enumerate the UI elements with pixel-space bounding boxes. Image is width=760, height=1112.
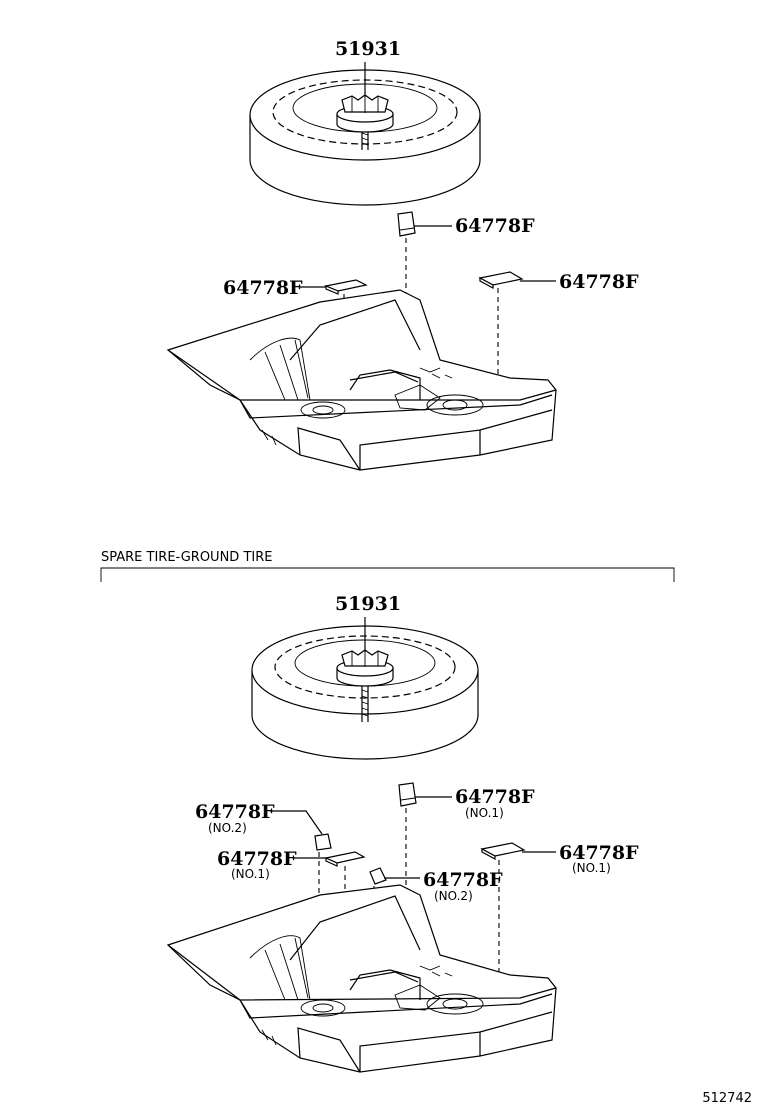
part-number-64778f: 64778F xyxy=(217,848,297,870)
pad-note-no1: (NO.1) xyxy=(572,861,611,875)
part-number-64778f: 64778F xyxy=(195,801,275,823)
pad-note-no1: (NO.1) xyxy=(465,806,504,820)
pad-note-no2: (NO.2) xyxy=(208,821,247,835)
lower-floor-pan xyxy=(166,884,557,1073)
part-number-64778f: 64778F xyxy=(559,271,639,293)
upper-pad-left xyxy=(323,279,368,295)
part-number-64778f: 64778F xyxy=(455,786,535,808)
part-number-64778f: 64778F xyxy=(423,869,503,891)
lower-pad-left-lower xyxy=(324,851,366,867)
pad-note-no1: (NO.1) xyxy=(231,867,270,881)
upper-assembly: 51931 64778F 64778F 64778F xyxy=(166,38,639,471)
part-number-64778f: 64778F xyxy=(455,215,535,237)
lower-assembly: 51931 64778F (NO.1) 64778F (NO.2) 64778F… xyxy=(166,593,639,1073)
upper-pad-center xyxy=(397,211,416,237)
figure-number: 512742 xyxy=(702,1091,752,1106)
part-number-64778f: 64778F xyxy=(223,277,303,299)
lower-pad-right xyxy=(480,842,526,861)
part-number-64778f: 64778F xyxy=(559,842,639,864)
lower-pad-left-upper xyxy=(314,833,332,851)
part-number-51931: 51931 xyxy=(335,38,401,60)
pad-note-no2: (NO.2) xyxy=(434,889,473,903)
part-number-51931: 51931 xyxy=(335,593,401,615)
lower-spare-tire xyxy=(251,625,479,760)
lower-pad-top xyxy=(398,782,417,807)
section-title: SPARE TIRE-GROUND TIRE xyxy=(101,550,272,565)
lower-pad-center-lower xyxy=(369,867,387,885)
upper-pad-right xyxy=(478,271,524,290)
section-bracket: SPARE TIRE-GROUND TIRE xyxy=(100,550,675,582)
upper-floor-pan xyxy=(166,289,557,471)
